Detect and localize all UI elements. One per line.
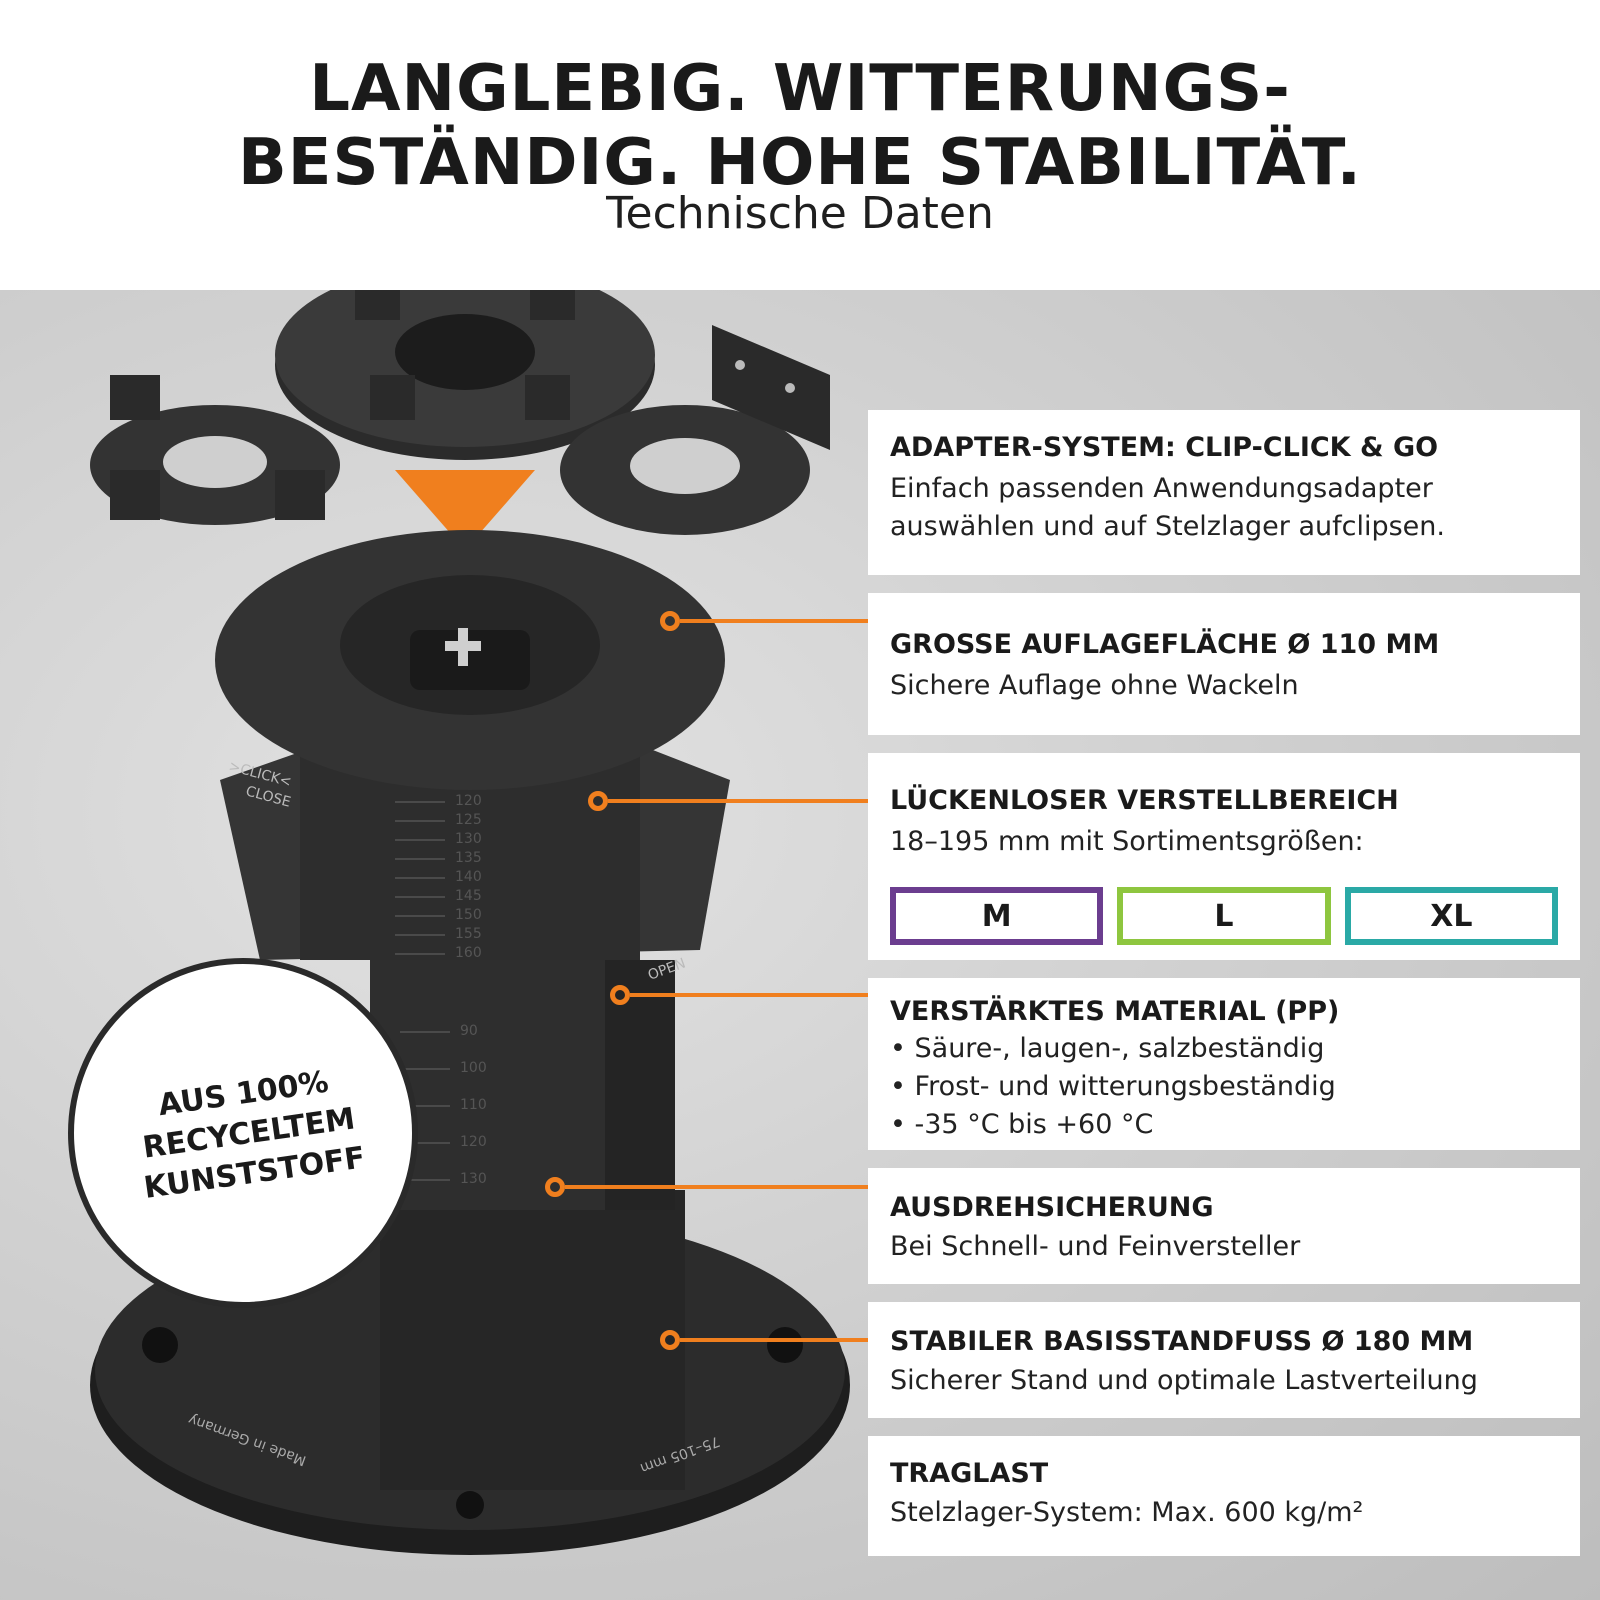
callout-line-3 [630, 993, 868, 997]
callout-dot-5 [660, 1330, 680, 1350]
feature-text: Stelzlager-System: Max. 600 kg/m² [890, 1497, 1364, 1528]
feature-title: STABILER BASISSTANDFUSS Ø 180 MM [890, 1326, 1474, 1357]
headline-line-1: LANGLEBIG. WITTERUNGS- [309, 52, 1291, 126]
feature-text: Einfach passenden Anwendungsadapter [890, 473, 1433, 504]
recycled-badge: AUS 100% RECYCELTEM KUNSTSTOFF [68, 958, 418, 1308]
top-scale-label: 145 [455, 888, 482, 904]
callout-line-5 [680, 1338, 868, 1342]
top-scale-tick [395, 877, 445, 879]
feature-title: VERSTÄRKTES MATERIAL (PP) [890, 996, 1340, 1027]
badge-text: AUS 100% RECYCELTEM KUNSTSTOFF [140, 1064, 368, 1206]
size-options: M L XL [890, 887, 1558, 945]
headline-line-2: BESTÄNDIG. HOHE STABILITÄT. [238, 126, 1362, 200]
top-scale-label: 130 [455, 831, 482, 847]
feature-adjustment-range: LÜCKENLOSER VERSTELLBEREICH 18–195 mm mi… [868, 753, 1580, 960]
feature-support-surface: GROSSE AUFLAGEFLÄCHE Ø 110 MM Sichere Au… [868, 593, 1580, 735]
lower-scale-label: 90 [460, 1023, 478, 1039]
adapter-large-icon [275, 290, 655, 460]
callout-line-4 [565, 1185, 868, 1189]
callout-line-2 [608, 799, 868, 803]
headline: LANGLEBIG. WITTERUNGS- BESTÄNDIG. HOHE S… [0, 52, 1600, 200]
top-scale-tick [395, 801, 445, 803]
lower-scale-tick [400, 1179, 450, 1181]
adapter-ring-right-icon [560, 325, 830, 535]
lower-scale-label: 100 [460, 1060, 487, 1076]
size-xl: XL [1344, 887, 1558, 945]
top-scale-label: 125 [455, 812, 482, 828]
feature-adapter-system: ADAPTER-SYSTEM: CLIP-CLICK & GO Einfach … [868, 410, 1580, 575]
top-scale-tick [395, 953, 445, 955]
subtitle: Technische Daten [606, 188, 994, 239]
feature-text: • Frost- und witterungsbeständig [890, 1071, 1336, 1102]
lower-scale-tick [400, 1105, 450, 1107]
lower-scale-label: 120 [460, 1134, 487, 1150]
arrow-down-icon [395, 470, 535, 550]
lower-scale-tick [400, 1142, 450, 1144]
feature-text: 18–195 mm mit Sortimentsgrößen: [890, 826, 1364, 857]
feature-load-capacity: TRAGLAST Stelzlager-System: Max. 600 kg/… [868, 1436, 1580, 1556]
top-scale-label: 160 [455, 945, 482, 961]
feature-material: VERSTÄRKTES MATERIAL (PP) • Säure-, laug… [868, 978, 1580, 1150]
adapter-small-left-icon [90, 375, 340, 525]
pedestal-illustration: 120 125 130 135 140 145 150 155 160 90 100 110 120 1… [90, 290, 850, 1555]
feature-text: Sicherer Stand und optimale Lastverteilu… [890, 1365, 1478, 1396]
lower-scale-tick [400, 1031, 450, 1033]
callout-dot-1 [660, 611, 680, 631]
callout-dot-2 [588, 791, 608, 811]
callout-dot-4 [545, 1177, 565, 1197]
feature-base-foot: STABILER BASISSTANDFUSS Ø 180 MM Sichere… [868, 1302, 1580, 1418]
top-scale-label: 120 [455, 793, 482, 809]
feature-text: Bei Schnell- und Feinversteller [890, 1231, 1301, 1262]
feature-title: LÜCKENLOSER VERSTELLBEREICH [890, 785, 1399, 816]
top-scale-label: 155 [455, 926, 482, 942]
callout-dot-3 [610, 985, 630, 1005]
header: LANGLEBIG. WITTERUNGS- BESTÄNDIG. HOHE S… [0, 0, 1600, 290]
feature-title: ADAPTER-SYSTEM: CLIP-CLICK & GO [890, 432, 1439, 463]
top-scale-tick [395, 896, 445, 898]
feature-text: auswählen und auf Stelzlager aufclipsen. [890, 511, 1445, 542]
top-scale-tick [395, 858, 445, 860]
top-scale-tick [395, 820, 445, 822]
top-scale-label: 135 [455, 850, 482, 866]
feature-title: TRAGLAST [890, 1458, 1049, 1489]
top-scale-label: 150 [455, 907, 482, 923]
top-head-icon [215, 530, 725, 790]
lower-scale-label: 110 [460, 1097, 487, 1113]
feature-text: Sichere Auflage ohne Wackeln [890, 670, 1299, 701]
feature-title: GROSSE AUFLAGEFLÄCHE Ø 110 MM [890, 629, 1440, 660]
feature-anti-unscrew: AUSDREHSICHERUNG Bei Schnell- und Feinve… [868, 1168, 1580, 1284]
feature-text: • -35 °C bis +60 °C [890, 1109, 1154, 1140]
top-scale-label: 140 [455, 869, 482, 885]
lower-body-icon [370, 960, 685, 1490]
top-scale-tick [395, 915, 445, 917]
callout-line-1 [680, 619, 868, 623]
lower-scale-tick [400, 1068, 450, 1070]
top-scale-tick [395, 934, 445, 936]
top-scale-tick [395, 839, 445, 841]
lower-scale-label: 130 [460, 1171, 487, 1187]
feature-title: AUSDREHSICHERUNG [890, 1192, 1214, 1223]
size-l: L [1117, 887, 1331, 945]
size-m: M [890, 887, 1104, 945]
feature-text: • Säure-, laugen-, salzbeständig [890, 1033, 1325, 1064]
